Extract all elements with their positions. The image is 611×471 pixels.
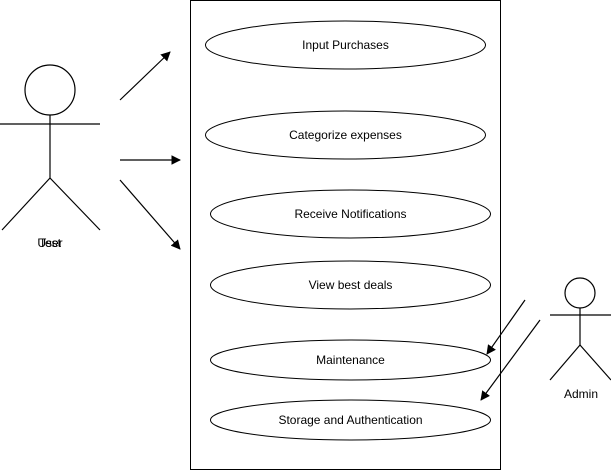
use-case-label: Input Purchases: [302, 38, 389, 52]
use-case-label: Maintenance: [316, 353, 385, 367]
use-case-categorize-expenses[interactable]: [205, 110, 486, 160]
use-case-input-purchases[interactable]: [205, 20, 486, 70]
actor-admin-figure: [549, 277, 611, 381]
use-case-maintenance[interactable]: [210, 339, 491, 381]
association-arrow-user-1: [119, 51, 171, 101]
use-case-storage-authentication[interactable]: [210, 399, 491, 441]
actor-admin-head: [564, 277, 596, 309]
actor-user-label: User: [37, 236, 63, 250]
use-case-receive-notifications[interactable]: [210, 189, 491, 239]
use-case-label: Receive Notifications: [294, 207, 407, 221]
use-case-view-best-deals[interactable]: [210, 260, 491, 310]
actor-user-figure: [0, 64, 101, 231]
system-boundary: [190, 0, 501, 470]
actor-user-head: [24, 64, 76, 116]
association-arrow-admin-1: [486, 299, 526, 355]
association-arrow-admin-2: [480, 319, 541, 401]
use-case-label: Categorize expenses: [289, 128, 402, 142]
use-case-label: View best deals: [308, 278, 393, 292]
use-case-label: Storage and Authentication: [278, 413, 423, 427]
actor-user-overlapping-label: Test: [38, 236, 61, 250]
actor-admin-label: Admin: [563, 387, 598, 401]
association-arrow-user-3: [119, 179, 181, 250]
